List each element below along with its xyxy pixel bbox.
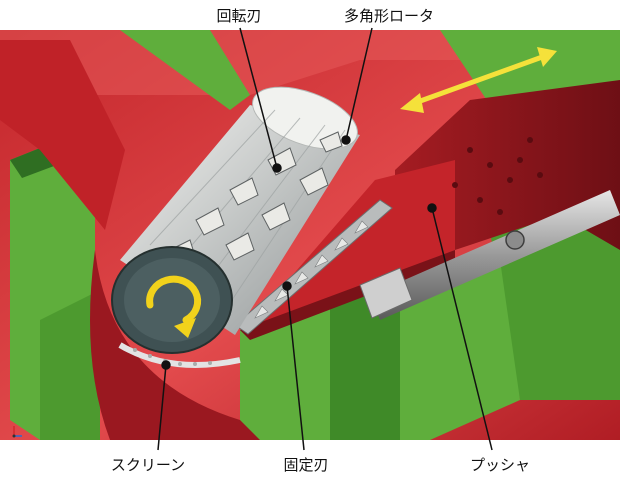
rotor-leader [345,27,373,141]
screen-leader [157,364,167,451]
lower-green-beam [400,260,520,440]
hydraulic-cylinder [370,190,620,320]
center-green-support-shadow [330,280,400,440]
label-fixed-blade: 固定刃 [283,456,328,474]
cylinder-pin [505,230,525,250]
rotor-hub [124,258,220,342]
label-polygonal-rotor: 多角形ロータ [344,7,434,25]
screen-mesh [118,342,241,368]
screen-cradle [90,250,260,440]
callout-lines [157,27,493,451]
screen-holes [133,348,212,366]
fixed-blade-leader [286,285,305,451]
left-red-plate [0,40,125,230]
fixed-blade-strip [234,199,393,335]
pusher-bolts [452,137,543,215]
top-green-beam [120,30,250,110]
label-screen: スクリーン [111,456,185,474]
rotation-arrow-icon [146,275,202,338]
left-lower-frame [40,290,100,440]
label-rotating-blade: 回転刃 [216,7,261,25]
label-pusher: プッシャ [470,456,530,474]
pusher-leader [431,207,493,451]
double-headed-arrow-icon [400,47,557,113]
rotor-far-end [252,86,358,150]
rotating-blade-leader [239,27,278,169]
cylinder-head [359,267,413,319]
fixed-blade-teeth [254,220,369,319]
axis-indicator-icon [12,426,22,438]
